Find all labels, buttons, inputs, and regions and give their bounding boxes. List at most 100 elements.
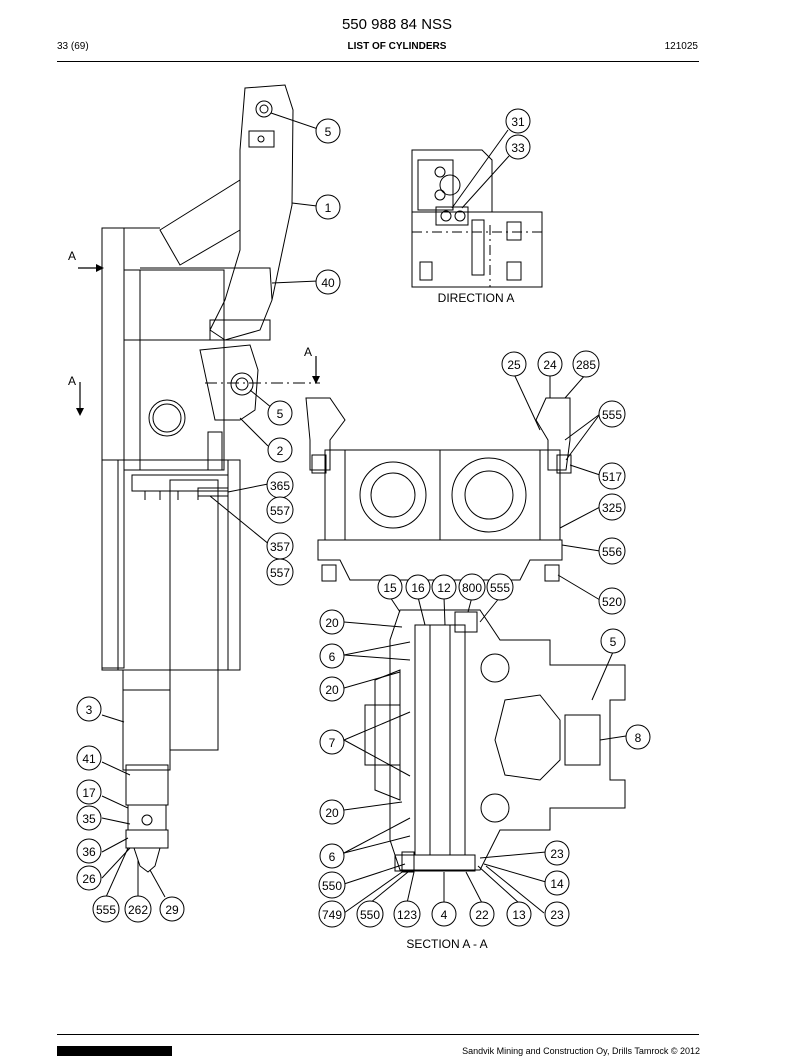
callout-bubble (458, 573, 486, 601)
callout-number: 22 (475, 908, 489, 922)
callout-bubble (76, 805, 102, 831)
callout-number: 556 (602, 545, 622, 559)
callout-bubble (124, 895, 152, 923)
callouts-direction: 31 33 (505, 108, 531, 160)
document-number: 550 988 84 NSS (341, 16, 453, 33)
callout-bubble (431, 901, 457, 927)
section-arrows (78, 267, 317, 412)
callout-bubble (544, 901, 570, 927)
callout-bubble (319, 729, 345, 755)
callout-bubble (319, 676, 345, 702)
callout-number: 13 (512, 908, 526, 922)
callout-number: 12 (437, 581, 451, 595)
callout-bubble (625, 724, 651, 750)
callout-bubble (319, 799, 345, 825)
feed-assembly-drawing (101, 84, 294, 873)
document-date: 121025 (664, 41, 698, 52)
callout-number: 8 (635, 731, 642, 745)
callout-number: 25 (507, 358, 521, 372)
callout-number: 26 (82, 872, 96, 886)
callout-bubble (319, 609, 345, 635)
callout-bubble (319, 643, 345, 669)
callout-number: 555 (96, 903, 116, 917)
callout-number: 29 (165, 903, 179, 917)
callout-number: 550 (360, 908, 380, 922)
callout-number: 41 (82, 752, 96, 766)
callout-bubble (486, 573, 514, 601)
callout-number: 555 (602, 408, 622, 422)
callout-number: 1 (325, 201, 332, 215)
arrowheads (76, 264, 320, 416)
callout-bubble (598, 462, 626, 490)
callout-number: 2 (277, 444, 284, 458)
callout-bubble (431, 574, 457, 600)
callout-bubble (544, 870, 570, 896)
callout-bubble (92, 895, 120, 923)
callout-bubble (315, 269, 341, 295)
callout-bubble (537, 351, 563, 377)
callout-bubble (76, 838, 102, 864)
section-aa-lower (364, 609, 626, 873)
callout-bubble (76, 745, 102, 771)
callout-number: 35 (82, 812, 96, 826)
callout-number: 557 (270, 504, 290, 518)
callout-number: 7 (329, 736, 336, 750)
callout-bubble (159, 896, 185, 922)
arrow-a-label-2: A (68, 374, 76, 388)
callout-bubble (598, 493, 626, 521)
leader-lines-main (101, 112, 319, 898)
sandvik-logo (57, 1046, 172, 1056)
callout-number: 357 (270, 540, 290, 554)
callout-number: 555 (490, 581, 510, 595)
callout-bubble (266, 496, 294, 524)
callout-bubble (76, 696, 102, 722)
leader-lines-section (343, 373, 627, 914)
callout-bubble (598, 537, 626, 565)
callout-bubble (501, 351, 527, 377)
callout-number: 24 (543, 358, 557, 372)
callout-bubble (356, 900, 384, 928)
callout-bubble (505, 134, 531, 160)
callout-bubble (76, 865, 102, 891)
callouts-section-top: 25 24 285 555 517 325 556 520 (501, 350, 626, 615)
callout-number: 20 (325, 616, 339, 630)
callout-bubble (267, 400, 293, 426)
callout-bubble (505, 108, 531, 134)
header-rule (57, 61, 699, 62)
callout-bubble (506, 901, 532, 927)
callout-bubble (318, 871, 346, 899)
callout-number: 20 (325, 683, 339, 697)
arrow-a-label-3: A (304, 345, 312, 359)
section-aa-upper (305, 397, 572, 582)
page-title: LIST OF CYLINDERS (347, 41, 447, 52)
callout-number: 800 (462, 581, 482, 595)
callout-number: 6 (329, 650, 336, 664)
direction-a-label: DIRECTION A (438, 291, 515, 305)
callout-bubble (469, 901, 495, 927)
callout-number: 520 (602, 595, 622, 609)
footer-copyright: Sandvik Mining and Construction Oy, Dril… (462, 1046, 700, 1056)
callout-bubble (544, 840, 570, 866)
callout-number: 325 (602, 501, 622, 515)
callout-bubble (318, 900, 346, 928)
callout-number: 262 (128, 903, 148, 917)
callout-number: 749 (322, 908, 342, 922)
page-number: 33 (69) (57, 41, 89, 52)
callout-bubble (393, 900, 421, 928)
callout-number: 14 (550, 877, 564, 891)
callout-bubble (319, 843, 345, 869)
callout-number: 285 (576, 358, 596, 372)
direction-a-view (411, 149, 543, 288)
callout-number: 31 (511, 115, 525, 129)
arrow-a-label-1: A (68, 249, 76, 263)
callout-bubble (405, 574, 431, 600)
callout-bubble (598, 587, 626, 615)
callout-number: 23 (550, 847, 564, 861)
callout-number: 517 (602, 470, 622, 484)
callout-number: 3 (86, 703, 93, 717)
callout-number: 33 (511, 141, 525, 155)
callout-bubble (315, 194, 341, 220)
callout-number: 20 (325, 806, 339, 820)
